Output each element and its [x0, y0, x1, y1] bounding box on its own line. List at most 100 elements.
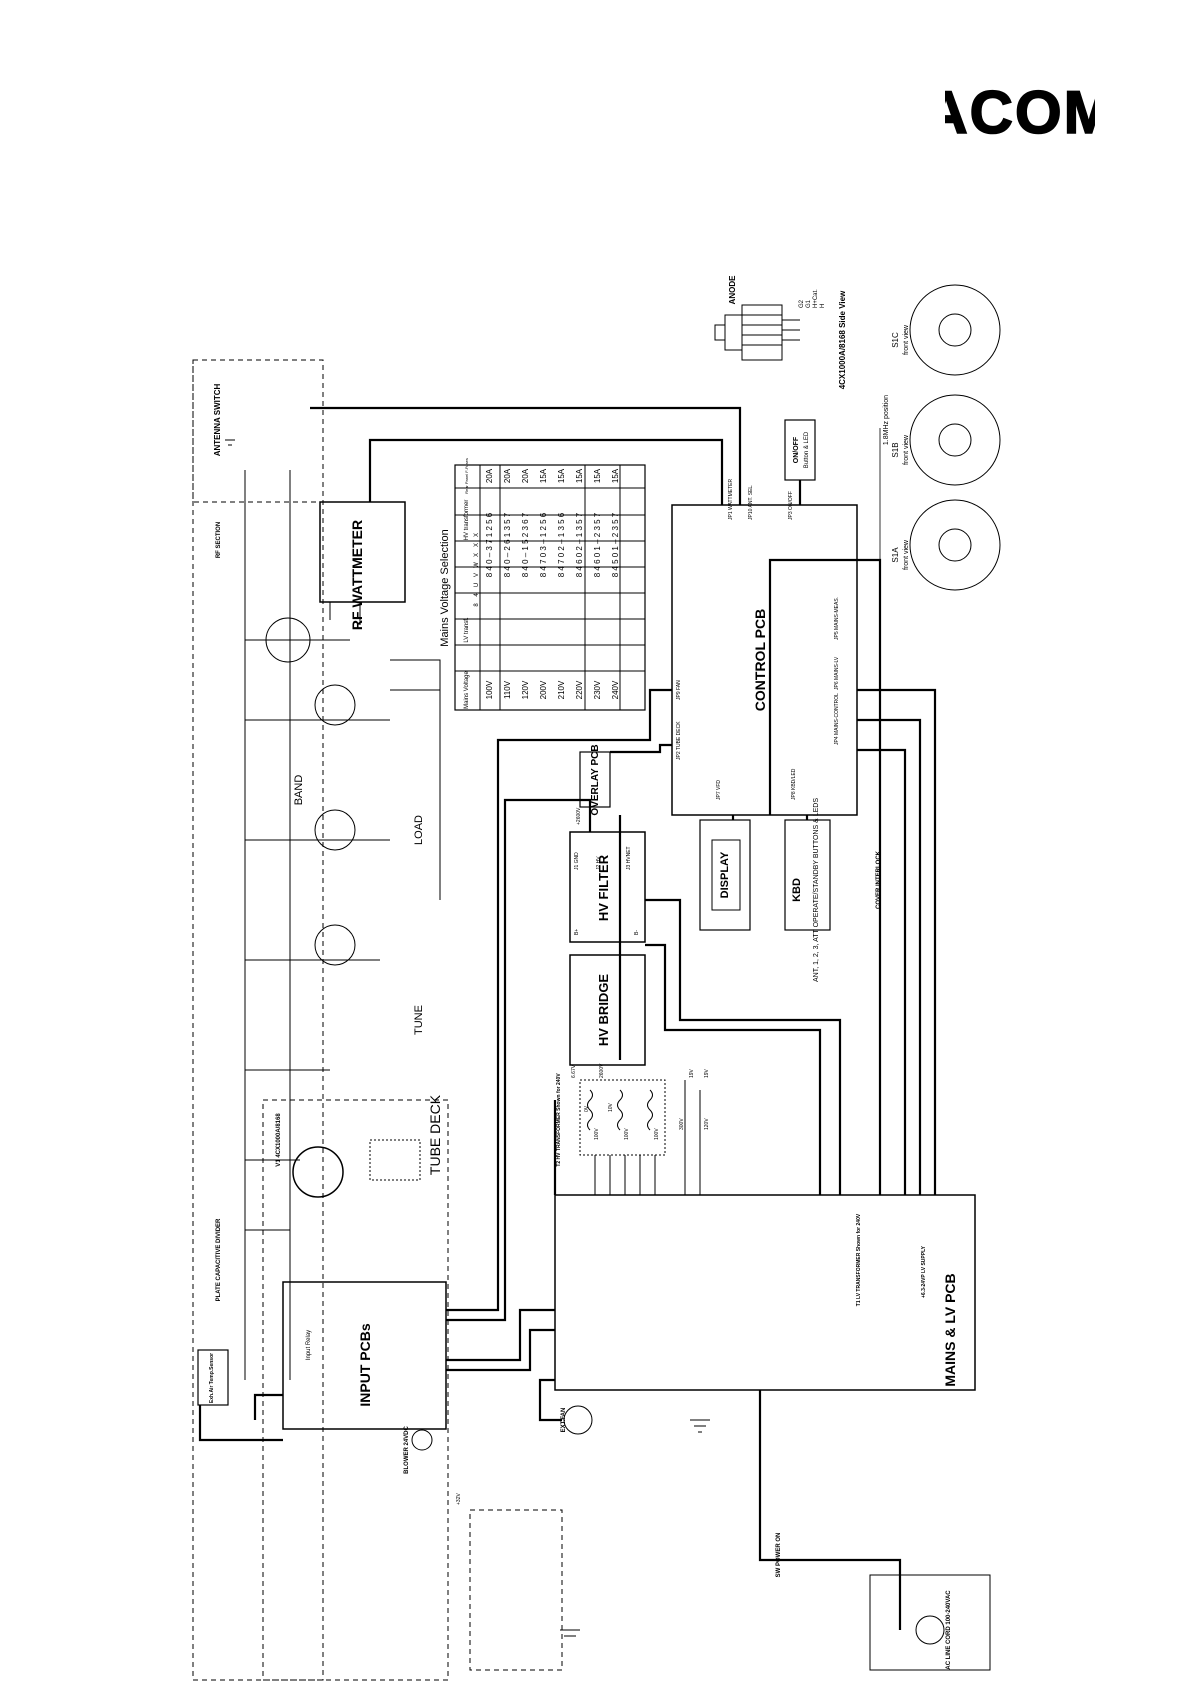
hv-col-label: 8	[474, 603, 480, 607]
hv-col-label: X	[474, 553, 480, 557]
switch-s1c-view	[909, 284, 1001, 376]
mains-table-header-lv: LV transf.	[464, 617, 470, 643]
hv-bridge-label: HV BRIDGE	[596, 974, 611, 1047]
hv-col-label: W	[474, 562, 480, 568]
voltage-label: 100V	[624, 1128, 630, 1140]
mains-row-voltage: 100V	[485, 680, 494, 699]
mains-row-fuse: 20A	[503, 468, 512, 483]
voltage-label: 120V	[704, 1118, 710, 1130]
mains-row-hv: 8 4 6 0 2 – 1 3 5 7	[575, 512, 584, 577]
mains-row-hv: 8 4 0 – 1 5 2 3 6 7	[521, 512, 530, 577]
connector-label: JP6 MAINS-LV	[834, 656, 840, 690]
ac-line-cord-label: AC LINE CORD 100-240VAC	[946, 1590, 952, 1670]
pin-g1-label: G1	[806, 299, 812, 308]
rf-wattmeter-block	[319, 501, 406, 603]
antenna-switch-outline	[192, 359, 324, 503]
voltage-label: +32V	[456, 1493, 462, 1505]
ext-fan-label: EXT.FAN	[561, 1408, 567, 1433]
s1c-label: S1C	[891, 332, 900, 348]
connector-label: JP3 ON/OFF	[788, 491, 794, 520]
overlay-pcb-block	[579, 751, 611, 808]
tube-view-caption: 4CX1000A/8168 Side View	[838, 290, 847, 389]
mains-row-hv: 8 4 0 – 2 6 1 3 5 7	[503, 512, 512, 577]
mains-row-hv: 8 4 6 0 1 – 2 3 5 7	[593, 512, 602, 577]
onoff-label: ON/OFF	[793, 436, 800, 463]
voltage-label: 6.67V	[571, 1064, 577, 1078]
mains-row-voltage: 110V	[503, 680, 512, 699]
anode-label: ANODE	[728, 275, 737, 305]
s1a-view-label: front view	[903, 539, 910, 570]
overlay-pcb-label: OVERLAY PCB	[590, 744, 601, 815]
s1b-label: S1B	[891, 442, 900, 457]
input-pcbs-label: INPUT PCBs	[357, 1323, 373, 1406]
mains-row-hv: 8 4 7 0 2 – 1 3 5 6	[557, 512, 566, 577]
line-filter-box	[869, 1574, 991, 1671]
blower-section-outline	[469, 1509, 563, 1671]
connector-label: JP9 FAN	[676, 680, 682, 700]
hv-filter-label: HV FILTER	[596, 854, 611, 921]
voltage-label: 19V	[704, 1068, 710, 1078]
mains-table-header-hv: HV transformer	[464, 500, 470, 541]
ext-fan-motor-symbol	[563, 1405, 593, 1435]
control-pcb-label: CONTROL PCB	[752, 609, 768, 711]
rf-section-components	[225, 439, 441, 1380]
mains-row-fuse: 15A	[575, 468, 584, 483]
hv-connector-label: J3 HVNET	[626, 846, 632, 870]
hv-transformer-label: T2 HV TRANSFORMER Shown for 240V	[556, 1073, 562, 1167]
hv-col-label: 4	[474, 593, 480, 597]
rf-wattmeter-label: RF WATTMETER	[349, 520, 365, 630]
voltage-label: 19V	[689, 1068, 695, 1078]
mains-voltage-table	[454, 464, 646, 711]
rf-section-label: RF SECTION	[216, 522, 222, 558]
blower-motor-symbol	[411, 1429, 433, 1451]
main-wiring	[198, 406, 937, 1630]
tube-name-label: V1 4CX1000A/8168	[276, 1113, 282, 1167]
mains-row-fuse: 20A	[485, 468, 494, 483]
hv-col-label: V	[474, 573, 480, 577]
mains-row-fuse: 15A	[593, 468, 602, 483]
mains-row-hv: 8 4 0 – 3 7 1 2 5 6	[485, 512, 494, 577]
mains-row-fuse: 15A	[611, 468, 620, 483]
hv-connector-label: B+	[574, 929, 580, 935]
mains-row-voltage: 240V	[611, 680, 620, 699]
ac-line-cord-symbol	[915, 1615, 945, 1645]
voltage-label: 2600V	[599, 1063, 605, 1078]
mains-table-title: Mains Voltage Selection	[439, 529, 451, 646]
mains-row-fuse: 20A	[521, 468, 530, 483]
load-label: LOAD	[413, 815, 425, 845]
hv-transformer-area	[579, 1079, 701, 1195]
mains-row-voltage: 200V	[539, 680, 548, 699]
switch-s1b-view	[909, 394, 1001, 486]
tube-deck-outline	[262, 1099, 449, 1681]
mains-table-header-voltage: Mains Voltage	[464, 670, 470, 708]
voltage-label: 300V	[679, 1118, 685, 1130]
display-window	[711, 839, 741, 911]
connector-label: JP2 TUBE DECK	[676, 721, 682, 760]
connector-label: JP7 VFD	[716, 780, 722, 800]
connector-label: JP5 MAINS-MEAS.	[834, 597, 840, 640]
voltage-label: 100V	[654, 1128, 660, 1140]
ground-symbol	[690, 1419, 710, 1433]
mains-lv-pcb-label: MAINS & LV PCB	[942, 1273, 958, 1386]
ground-symbol	[560, 1629, 580, 1637]
hv-col-label: X	[474, 543, 480, 547]
mains-row-fuse: 15A	[557, 468, 566, 483]
mains-row-voltage: 120V	[521, 680, 530, 699]
rf-section-outline	[192, 359, 324, 1681]
connector-label: JP8 KBD/LED	[791, 768, 797, 800]
kbd-sub-label: ANT, 1, 2, 3, ATT OPERATE/STANDBY BUTTON…	[813, 798, 820, 982]
display-label: DISPLAY	[719, 851, 731, 898]
power-on-label: SW POWER ON	[776, 1533, 782, 1578]
kbd-block	[784, 819, 831, 931]
voltage-label: 10V	[608, 1102, 614, 1112]
mains-row-fuse: 15A	[539, 468, 548, 483]
acom-logo-graphic: ACOM	[924, 78, 1115, 147]
exh-air-sensor-block	[197, 1349, 229, 1406]
hv-col-label: X	[474, 533, 480, 537]
input-pcbs-block	[282, 1281, 447, 1430]
pin-h-label: H	[820, 304, 826, 308]
hv-connector-label: B-	[634, 930, 640, 935]
tube-side-view	[714, 304, 800, 361]
hv-connector-label: +2600V	[576, 807, 582, 825]
